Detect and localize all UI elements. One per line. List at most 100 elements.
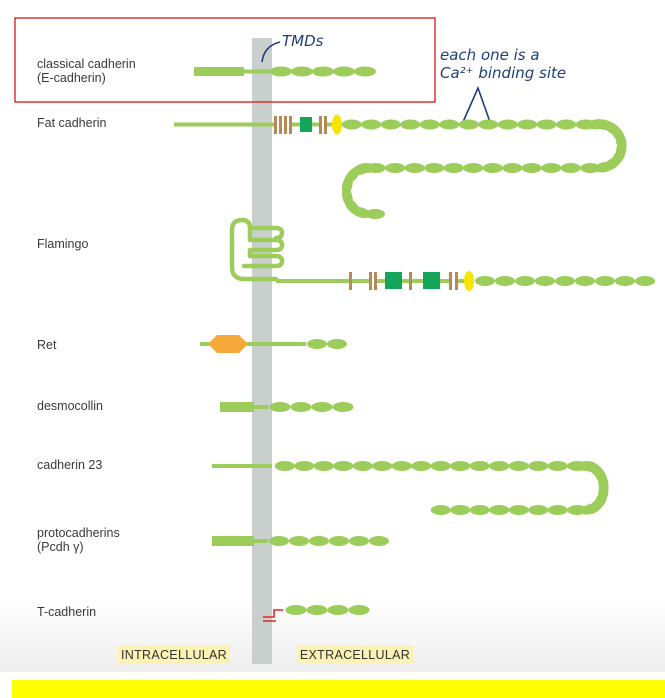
cell-membrane xyxy=(252,38,272,664)
desmocollin-stalk xyxy=(254,405,268,409)
tmd-pointer-stroke xyxy=(261,41,281,63)
cadherin-repeat xyxy=(285,605,307,615)
cadherin-repeat xyxy=(341,119,362,130)
flamingo-link-2 xyxy=(377,279,385,283)
cadherin-repeat xyxy=(635,276,655,286)
fat-link-3 xyxy=(327,122,332,127)
cadherin23-stalk xyxy=(212,464,272,468)
protocadherin-repeats xyxy=(269,536,389,546)
cadherin-repeat xyxy=(361,119,382,130)
cadherin-repeat xyxy=(269,402,291,412)
cadherin-repeat xyxy=(419,119,440,130)
cadherin-repeat xyxy=(575,276,595,286)
cadherin-repeat xyxy=(528,461,549,471)
label-pcdh-gamma: (Pcdh γ) xyxy=(37,540,84,554)
cadherin-repeat xyxy=(311,402,333,412)
protocadherin-stalk xyxy=(254,539,268,543)
cadherin-repeat xyxy=(497,119,518,130)
cadherin-repeat xyxy=(352,461,373,471)
cadherin-repeat xyxy=(615,276,635,286)
cadherin-repeat xyxy=(369,536,389,546)
cadherin-repeat xyxy=(536,119,557,130)
cadherin-repeat xyxy=(469,461,490,471)
cadherin-repeat xyxy=(502,163,523,173)
fat-yellow-domain xyxy=(332,114,342,135)
label-flamingo: Flamingo xyxy=(37,237,88,251)
cadherin-repeat xyxy=(385,163,406,173)
fat-repeats xyxy=(341,119,627,219)
flamingo-yellow-domain xyxy=(464,271,474,291)
label-protocadherins: protocadherins xyxy=(37,526,120,540)
cadherin-repeat xyxy=(521,163,542,173)
cadherin-repeat xyxy=(354,66,376,77)
binding-site-pointer xyxy=(462,85,491,123)
cadherin-repeat xyxy=(404,163,425,173)
binding-site-annotation-line1: each one is a xyxy=(440,46,540,64)
cadherin-repeat xyxy=(475,276,495,286)
cadherin23-repeats xyxy=(274,461,609,515)
cadherin-repeat xyxy=(309,536,329,546)
cadherin-repeat xyxy=(517,119,538,130)
cadherin-repeat xyxy=(327,605,349,615)
cadherin-repeat xyxy=(270,66,292,77)
cadherin-repeat xyxy=(450,461,471,471)
cadherin-repeat xyxy=(541,163,562,173)
highlight-box xyxy=(14,17,436,103)
cadherin-repeat xyxy=(400,119,421,130)
cadherin-repeat xyxy=(489,461,510,471)
fat-brown-stripes xyxy=(274,116,327,134)
cadherin-repeat xyxy=(439,119,460,130)
flamingo-stalk xyxy=(276,279,350,283)
cadherin-repeat xyxy=(580,163,601,173)
classical-repeats xyxy=(270,66,376,77)
t-cadherin-repeats xyxy=(285,605,370,615)
fat-green-domain xyxy=(300,117,312,132)
cadherin-repeat xyxy=(430,505,451,515)
cadherin-repeat xyxy=(469,505,490,515)
cadherin-repeat xyxy=(333,66,355,77)
cadherin-repeat xyxy=(312,66,334,77)
cadherin-repeat xyxy=(313,461,334,471)
flamingo-repeats xyxy=(475,276,655,286)
ret-kinase-domain xyxy=(208,335,248,353)
tmd-annotation: TMDs xyxy=(282,32,324,50)
label-classical-cadherin: classical cadherin xyxy=(37,57,136,71)
cadherin-repeat xyxy=(329,536,349,546)
label-ret: Ret xyxy=(37,338,57,352)
cadherin-repeat xyxy=(508,505,529,515)
cadherin-repeat xyxy=(463,163,484,173)
flamingo-brown-stripes xyxy=(349,272,458,290)
cadherin-repeat xyxy=(307,339,327,349)
cadherin-repeat xyxy=(348,605,370,615)
cadherin-repeat xyxy=(556,119,577,130)
domain-layer xyxy=(174,66,655,622)
cadherin-repeat xyxy=(535,276,555,286)
cadherin-repeat xyxy=(349,536,369,546)
cadherin-repeat xyxy=(489,505,510,515)
cadherin-repeat xyxy=(306,605,328,615)
fat-stalk xyxy=(174,122,274,127)
cadherin-repeat xyxy=(372,461,393,471)
flamingo-green-domain-1 xyxy=(385,272,402,289)
flamingo-green-domain-2 xyxy=(423,272,440,289)
extracellular-label-bg xyxy=(297,645,413,663)
protocadherin-cytoplasmic-domain xyxy=(212,536,254,546)
cadherin-repeat xyxy=(567,505,588,515)
ret-stalk-extracellular xyxy=(276,342,306,346)
cadherin-repeat xyxy=(547,461,568,471)
cadherin-repeat xyxy=(424,163,445,173)
cadherin-repeat xyxy=(289,536,309,546)
cadherin-repeat xyxy=(333,461,354,471)
cadherin-repeat xyxy=(443,163,464,173)
flamingo-seven-tm xyxy=(229,217,285,282)
fat-link-2 xyxy=(312,122,319,127)
label-cadherin-23: cadherin 23 xyxy=(37,458,102,472)
cadherin-repeat xyxy=(391,461,412,471)
cadherin-repeat xyxy=(365,209,385,219)
cadherin-repeat xyxy=(332,402,354,412)
cadherin-repeat xyxy=(547,505,568,515)
fat-link-1 xyxy=(292,122,300,127)
cadherin-repeat xyxy=(291,66,313,77)
flamingo-link-5 xyxy=(440,279,449,283)
